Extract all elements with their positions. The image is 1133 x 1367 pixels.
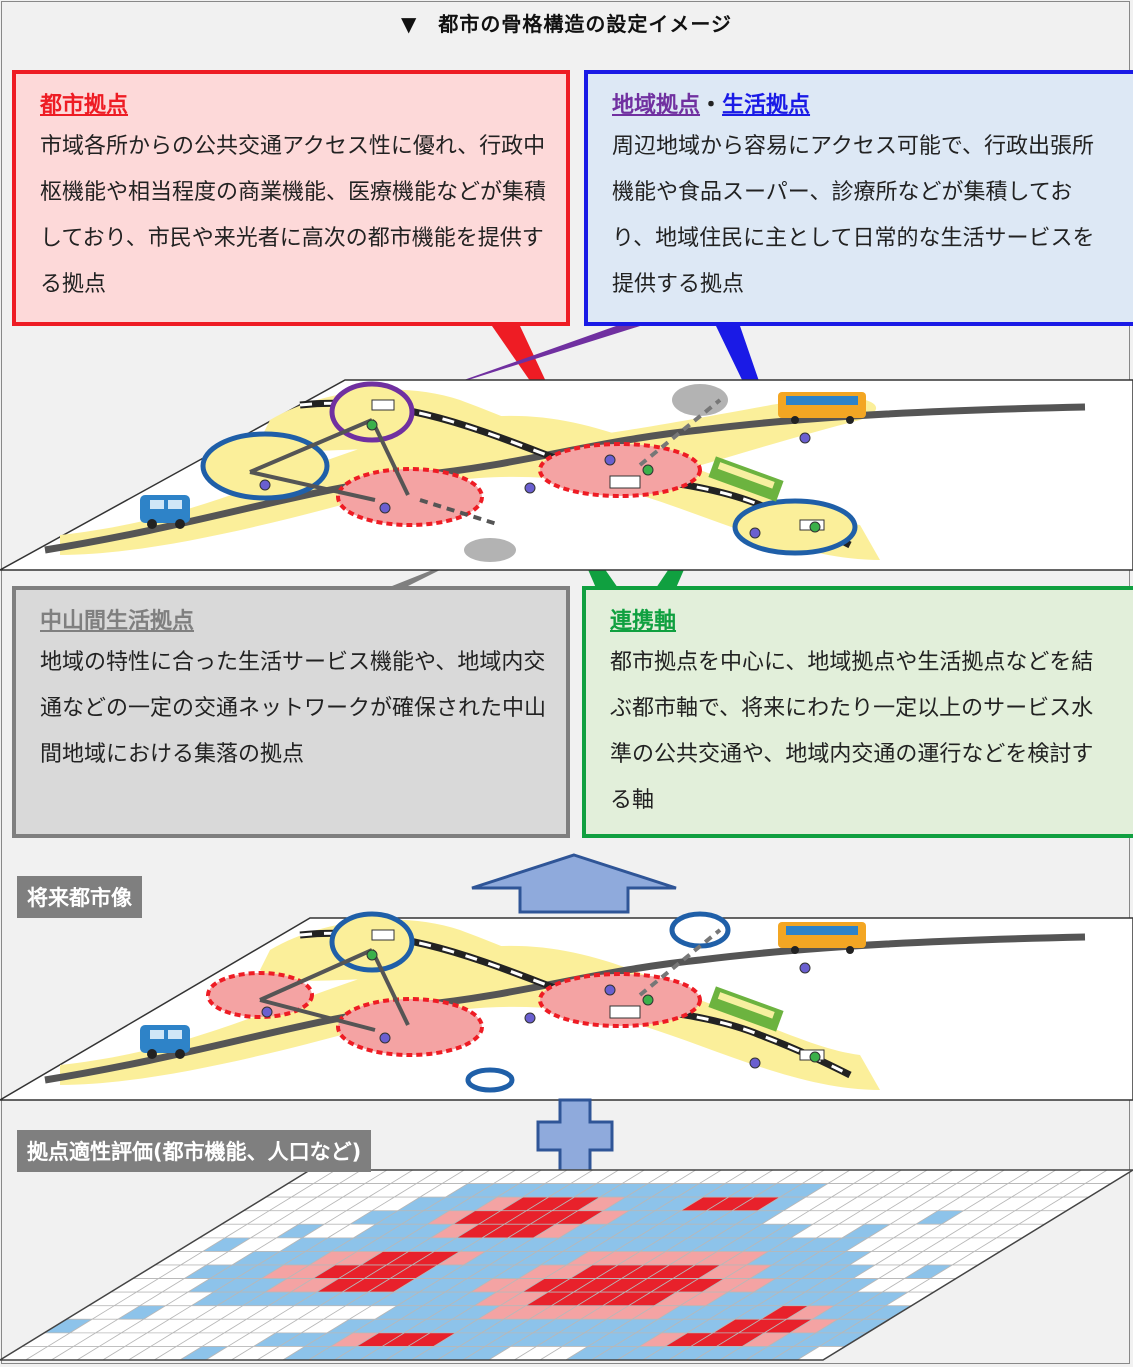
- chiiki-seikatsu-box: 地域拠点・生活拠点 周辺地域から容易にアクセス可能で、行政出張所機能や食品スーパ…: [584, 70, 1133, 326]
- chusankan-heading: 中山間生活拠点: [40, 609, 195, 634]
- future-city-tag: 将来都市像: [17, 876, 142, 918]
- car-icon: [140, 495, 190, 529]
- map-top: [0, 379, 1133, 571]
- toshi-kyoten-box: 都市拠点 市域各所からの公共交通アクセス性に優れ、行政中枢機能や相当程度の商業機…: [12, 70, 570, 326]
- chiiki-kyoten-heading: 地域拠点: [612, 93, 701, 118]
- seikatsu-kyoten-heading: 生活拠点: [722, 93, 811, 118]
- renkei-box: 連携軸 都市拠点を中心に、地域拠点や生活拠点などを結ぶ都市軸で、将来にわたり一定…: [582, 586, 1133, 838]
- heading-separator: ・: [700, 93, 723, 118]
- renkei-text: 都市拠点を中心に、地域拠点や生活拠点などを結ぶ都市軸で、将来にわたり一定以上のサ…: [610, 650, 1094, 813]
- toshi-kyoten-text: 市域各所からの公共交通アクセス性に優れ、行政中枢機能や相当程度の商業機能、医療機…: [40, 134, 547, 297]
- train-icon: [708, 456, 784, 502]
- up-arrow: [471, 853, 677, 914]
- evaluation-grid: [0, 1169, 1133, 1361]
- map-middle: [0, 911, 1133, 1101]
- chiiki-seikatsu-heading: 地域拠点・生活拠点: [612, 88, 1114, 124]
- plus-icon: [536, 1098, 614, 1174]
- evaluation-tag: 拠点適性評価(都市機能、人口など): [17, 1130, 372, 1172]
- chiiki-seikatsu-text: 周辺地域から容易にアクセス可能で、行政出張所機能や食品スーパー、診療所などが集積…: [612, 134, 1095, 297]
- chusankan-text: 地域の特性に合った生活サービス機能や、地域内交通などの一定の交通ネットワークが確…: [40, 650, 547, 767]
- train-icon: [708, 986, 784, 1032]
- renkei-heading: 連携軸: [610, 609, 677, 634]
- car-icon: [140, 1025, 190, 1059]
- grid-outline: [0, 1169, 1133, 1361]
- chiiki-pointer-purple: [430, 326, 640, 392]
- bus-icon: [778, 922, 866, 954]
- toshi-kyoten-heading: 都市拠点: [40, 93, 129, 118]
- page-title: ▼ 都市の骨格構造の設定イメージ: [401, 12, 732, 36]
- bus-icon: [778, 392, 866, 424]
- chusankan-box: 中山間生活拠点 地域の特性に合った生活サービス機能や、地域内交通などの一定の交通…: [12, 586, 570, 838]
